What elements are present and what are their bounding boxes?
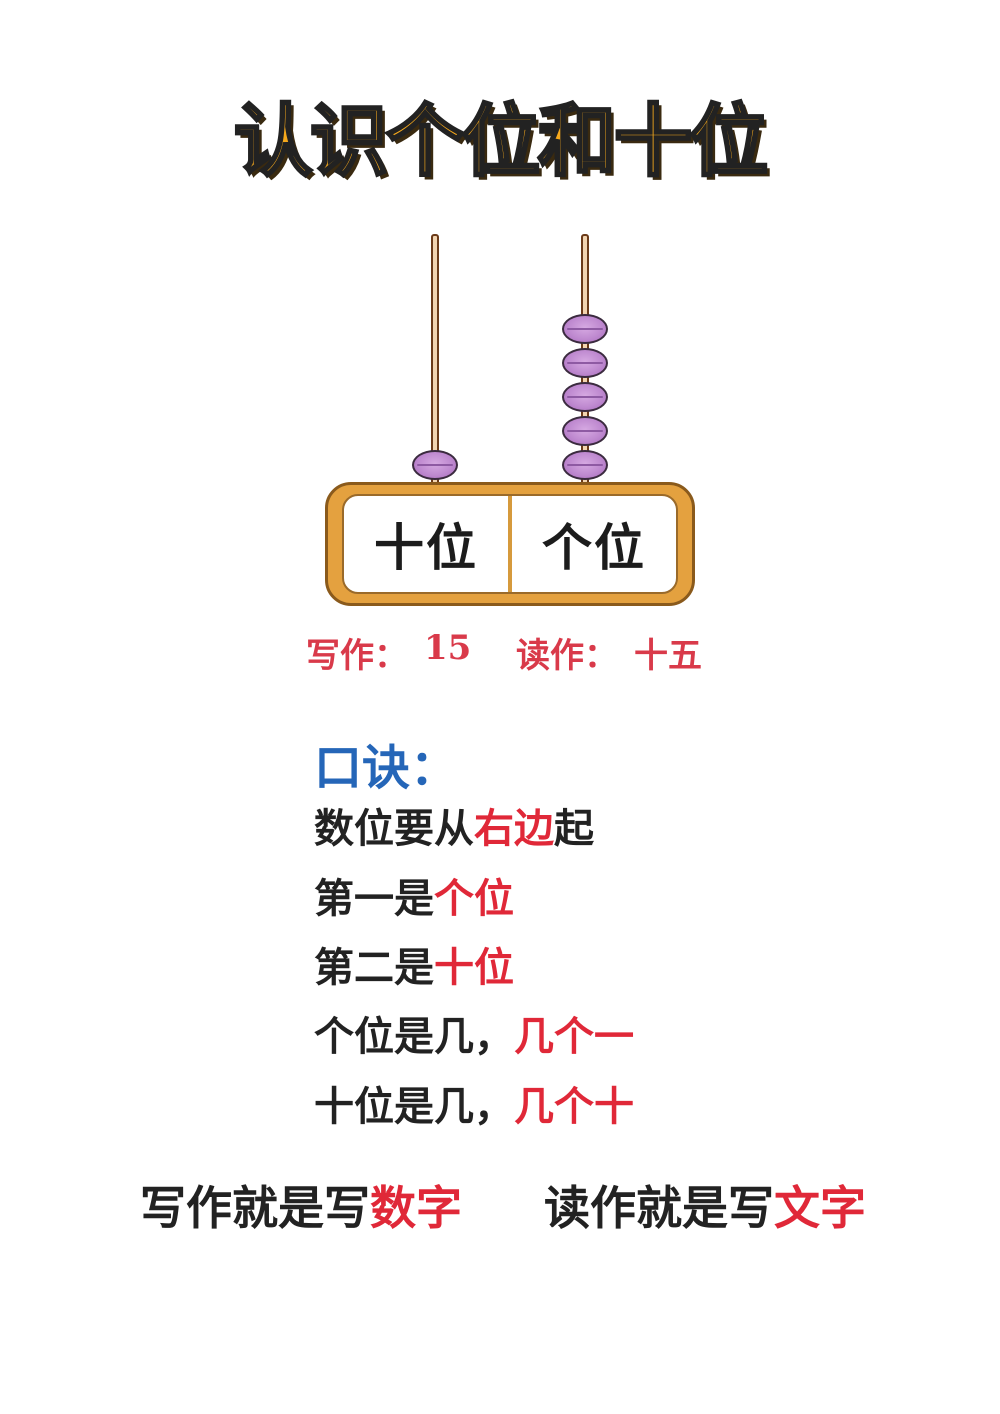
rhyme-line: 第二是十位 (314, 935, 514, 993)
rhyme-highlight: 右边 (474, 805, 554, 852)
bottom-note-text: 读作就是写 (544, 1181, 774, 1235)
ones-place-label: 个位 (542, 518, 646, 577)
read-as-label: 读作： (516, 636, 618, 676)
bottom-note-highlight: 文字 (774, 1181, 866, 1235)
ones-bead (562, 382, 608, 412)
read-as-value: 十五 (634, 636, 702, 676)
rhyme-highlight: 十位 (434, 944, 514, 991)
rhyme-line: 十位是几，几个十 (314, 1074, 634, 1132)
place-value-inner: 十位 个位 (342, 494, 678, 594)
write-as-label: 写作： (306, 636, 408, 676)
rhyme-line: 数位要从右边起 (314, 796, 594, 854)
rhyme-line: 个位是几，几个一 (314, 1004, 634, 1062)
rhyme-text: 个位是几， (314, 1013, 514, 1060)
place-value-frame: 十位 个位 (325, 482, 695, 606)
bottom-note-highlight: 数字 (370, 1181, 462, 1235)
ones-bead (562, 450, 608, 480)
tens-bead (412, 450, 458, 480)
rhyme-tail: 起 (554, 805, 594, 852)
rhyme-text: 数位要从 (314, 805, 474, 852)
rhyme-highlight: 个位 (434, 875, 514, 922)
bottom-note-text: 写作就是写 (140, 1181, 370, 1235)
place-divider (508, 496, 512, 592)
bottom-note-read: 读作就是写文字 (544, 1172, 866, 1238)
bottom-note-write: 写作就是写数字 (140, 1172, 462, 1238)
rhyme-text: 十位是几， (314, 1083, 514, 1130)
write-as-value: 15 (424, 628, 472, 668)
page-title: 认识个位和十位 (232, 96, 769, 189)
tens-place-label: 十位 (374, 518, 478, 577)
rhyme-line: 第一是个位 (314, 866, 514, 924)
ones-bead (562, 348, 608, 378)
write-read-line: 写作： 15 读作： 十五 (300, 628, 730, 678)
rhyme-highlight: 几个十 (514, 1083, 634, 1130)
ones-bead (562, 416, 608, 446)
rhyme-text: 第二是 (314, 944, 434, 991)
abacus-illustration (300, 220, 720, 620)
rhyme-text: 第一是 (314, 875, 434, 922)
rhyme-highlight: 几个一 (514, 1013, 634, 1060)
rhyme-heading: 口诀： (314, 740, 459, 796)
ones-bead (562, 314, 608, 344)
